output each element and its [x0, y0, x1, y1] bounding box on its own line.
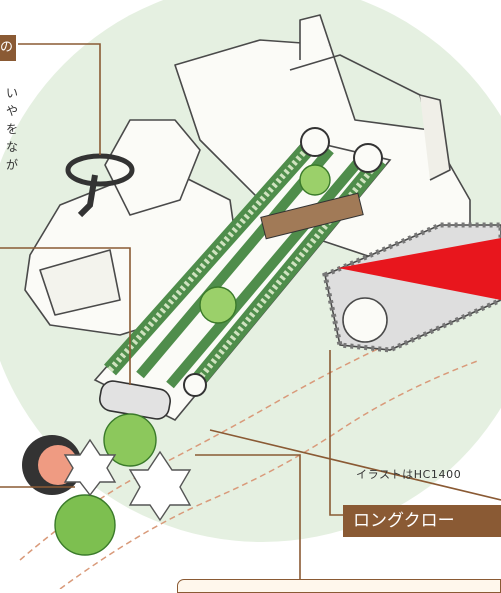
side-description-text: い や を な が: [5, 86, 18, 172]
long-crawler-label: ロングクロー: [343, 505, 501, 537]
bottom-label-box: [177, 579, 501, 593]
leader-lines: [0, 43, 501, 579]
top-left-label-box: の: [0, 35, 16, 61]
tractor-steering-wheel-icon: [65, 153, 135, 218]
top-left-label-text: の: [0, 40, 14, 55]
seat-icon: [104, 119, 201, 216]
illustration-caption: イラストはHC1400: [356, 468, 462, 481]
field-ridge-line: [59, 359, 481, 590]
lettuce-icon: [54, 164, 331, 556]
conveyor-belt-icon: [93, 127, 392, 422]
star-wheel-icon: [63, 438, 192, 522]
red-beam: [338, 238, 501, 300]
